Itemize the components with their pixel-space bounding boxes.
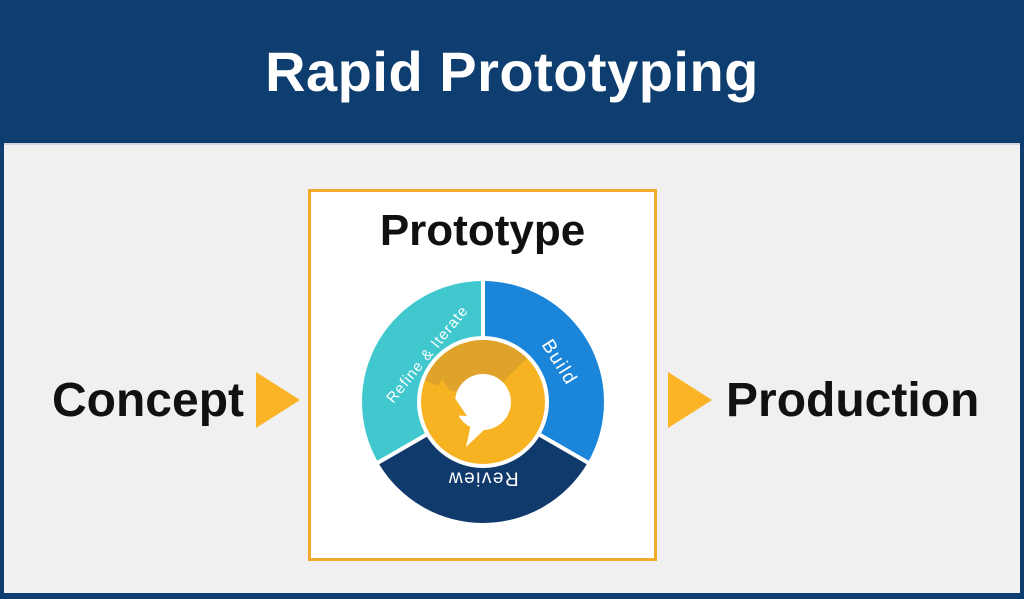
production-label: Production [726, 373, 980, 427]
right-triangle-arrow-icon [668, 372, 712, 428]
prototype-title: Prototype [379, 206, 586, 255]
cycle-arrow-tail-notch [466, 424, 485, 447]
cycle-refresh-arrow-icon [421, 340, 545, 464]
cycle-arrow-shadow [424, 340, 527, 402]
footer-banner [0, 593, 1024, 599]
content-area: Concept Prototype [4, 143, 1020, 593]
right-triangle-arrow-icon [256, 372, 300, 428]
page-title: Rapid Prototyping [265, 40, 759, 103]
right-triangle-arrow-shape [668, 372, 712, 428]
header-banner: Rapid Prototyping [0, 0, 1024, 143]
flow-end-group: Production [668, 370, 979, 430]
prototype-box: Prototype Build R [308, 189, 657, 561]
segment-label-review: Review [447, 467, 518, 488]
concept-label: Concept [52, 373, 244, 427]
flow-start-group: Concept [52, 370, 300, 430]
cycle-arrow-hole [455, 374, 511, 430]
prototype-cycle-wheel: Build Review Refine & Iterate [361, 280, 605, 524]
right-triangle-arrow-shape [256, 372, 300, 428]
cycle-arrow-head [423, 379, 467, 416]
